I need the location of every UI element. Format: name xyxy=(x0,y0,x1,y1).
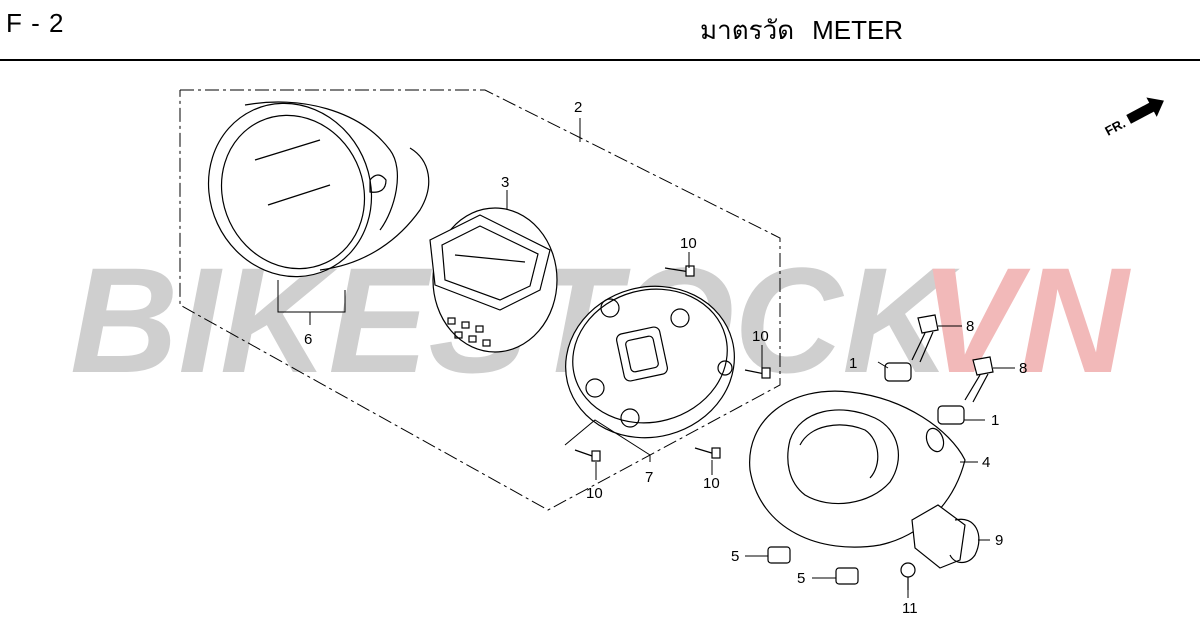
page-title: มาตรวัด METER xyxy=(700,10,921,51)
part-3-meter-unit xyxy=(429,207,558,353)
callout-11: 11 xyxy=(902,600,918,617)
page-title-en: METER xyxy=(812,15,904,45)
page-title-thai: มาตรวัด xyxy=(700,15,795,45)
meter-button-row xyxy=(447,317,491,347)
part-8-screw-lower xyxy=(964,356,994,403)
fr-label: FR. xyxy=(1102,116,1128,139)
callout-8-lower: 8 xyxy=(1019,360,1027,377)
part-10-screws xyxy=(574,265,771,462)
leader-lines xyxy=(277,118,1015,598)
callout-1-lower: 1 xyxy=(991,412,999,429)
callout-8-upper: 8 xyxy=(966,318,974,335)
part-5-mount-right xyxy=(835,567,859,585)
part-4-meter-housing xyxy=(749,390,966,548)
part-7-meter-case xyxy=(565,285,735,439)
watermark: BIKESTOCK VN xyxy=(70,236,1131,404)
part-6-lens xyxy=(207,101,430,278)
callout-2: 2 xyxy=(574,99,582,116)
page-header: F - 2 มาตรวัด METER xyxy=(0,0,1200,61)
part-5-mount-left xyxy=(767,546,791,564)
callout-5-left: 5 xyxy=(731,548,739,565)
part-9-bracket xyxy=(911,504,980,569)
callout-1-upper: 1 xyxy=(849,355,857,372)
callout-3: 3 xyxy=(501,174,509,191)
callout-labels: 2 3 6 10 10 10 10 7 8 8 1 1 4 9 5 5 11 xyxy=(304,99,1027,617)
watermark-accent: VN xyxy=(920,236,1131,404)
callout-6: 6 xyxy=(304,331,312,348)
assembly-boundary xyxy=(179,89,781,511)
front-direction-marker: FR. xyxy=(1102,97,1164,139)
page-code: F - 2 xyxy=(6,8,65,38)
part-8-screw-upper xyxy=(911,314,939,363)
part-1-grommet-lower xyxy=(937,405,965,425)
callout-10-bottom-right: 10 xyxy=(703,475,720,492)
part-11-screw xyxy=(900,562,916,590)
fr-arrow-icon xyxy=(1126,97,1164,124)
header-rule xyxy=(0,59,1200,61)
callout-10-bottom-left: 10 xyxy=(586,485,603,502)
callout-5-right: 5 xyxy=(797,570,805,587)
callout-10-right: 10 xyxy=(752,328,769,345)
callout-10-top: 10 xyxy=(680,235,697,252)
part-1-grommet-upper xyxy=(884,362,912,382)
callout-9: 9 xyxy=(995,532,1003,549)
callout-4: 4 xyxy=(982,454,990,471)
callout-7: 7 xyxy=(645,469,653,486)
